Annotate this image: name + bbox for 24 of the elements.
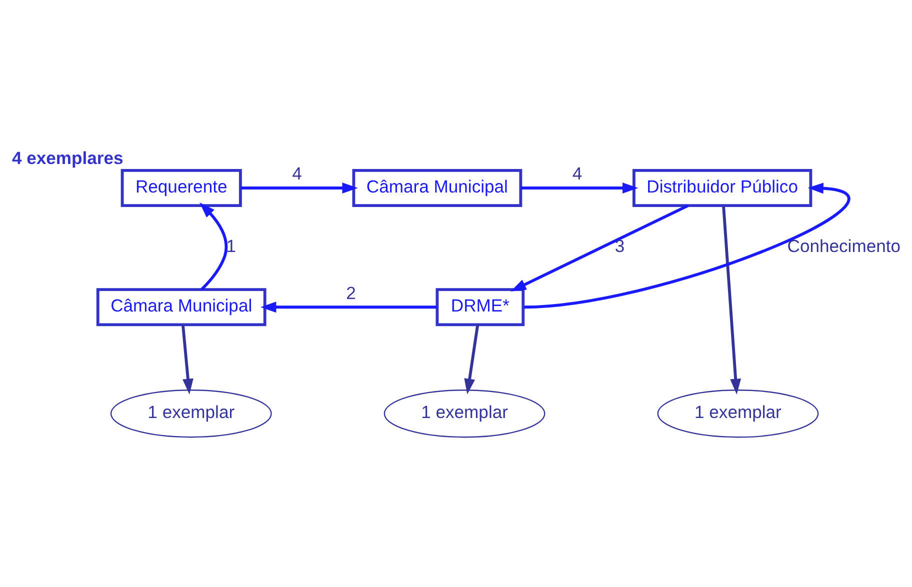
arrow: [181, 324, 194, 394]
node-ellipse: 1 exemplar: [110, 389, 272, 438]
edge-label: Conhecimento: [787, 235, 901, 256]
arrow: [524, 182, 850, 308]
node-box: DRME*: [436, 288, 525, 326]
edge-label: 1: [226, 235, 236, 256]
node-box: Distribuidor Público: [632, 168, 812, 207]
edge-label: 4: [292, 163, 302, 184]
edge-label: 3: [614, 235, 625, 256]
node-box: Câmara Municipal: [96, 288, 266, 326]
arrow: [464, 324, 480, 394]
arrow: [260, 301, 438, 312]
arrow: [200, 202, 228, 290]
arrow: [240, 182, 358, 193]
arrow: [520, 182, 638, 193]
edge-label: 2: [346, 282, 356, 302]
node-ellipse: 1 exemplar: [384, 389, 546, 438]
edge-label: 4: [572, 163, 582, 184]
node-label: 4 exemplares: [12, 147, 124, 168]
arrow: [722, 205, 742, 394]
arrow: [510, 204, 689, 291]
node-box: Requerente: [120, 168, 242, 207]
node-ellipse: 1 exemplar: [657, 389, 819, 438]
node-box: Câmara Municipal: [352, 168, 522, 207]
